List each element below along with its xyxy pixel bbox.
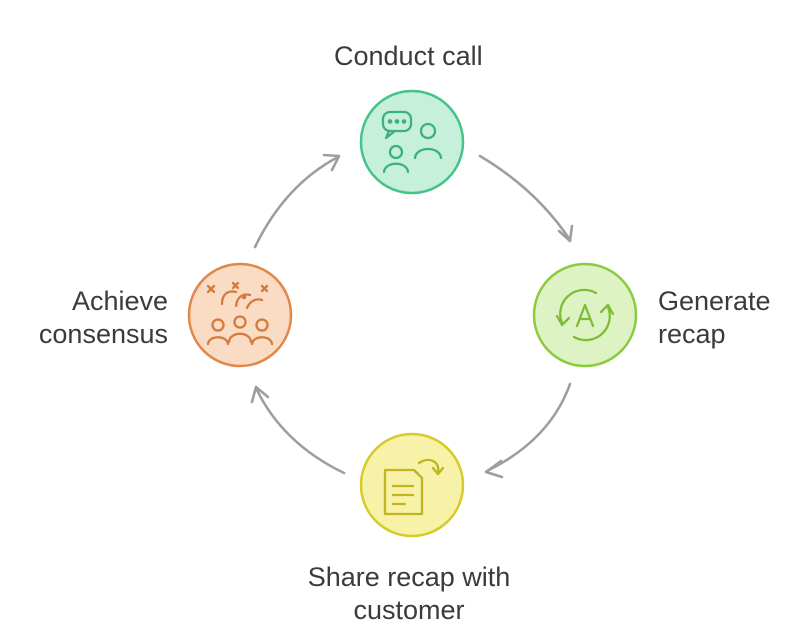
auto-generate-icon [555, 288, 615, 342]
step-circle [359, 89, 465, 195]
arrow-recap-to-share [484, 382, 572, 479]
arrow-share-to-consensus [250, 385, 346, 475]
label-achieve-consensus: Achieve consensus [38, 286, 168, 349]
conversation-people-icon [381, 110, 443, 174]
label-generate-recap: Generate recap [658, 286, 771, 349]
step-share-recap [359, 432, 465, 538]
step-achieve-consensus [187, 262, 293, 368]
step-circle [532, 262, 638, 368]
arrow-call-to-recap [478, 154, 574, 243]
arrow-consensus-to-call [253, 153, 341, 249]
step-generate-recap [532, 262, 638, 368]
step-conduct-call [359, 89, 465, 195]
step-circle [187, 262, 293, 368]
label-conduct-call: Conduct call [334, 41, 483, 71]
celebrating-group-icon [206, 281, 274, 346]
document-share-icon [383, 458, 445, 516]
label-share-recap: Share recap with customer [307, 562, 511, 625]
